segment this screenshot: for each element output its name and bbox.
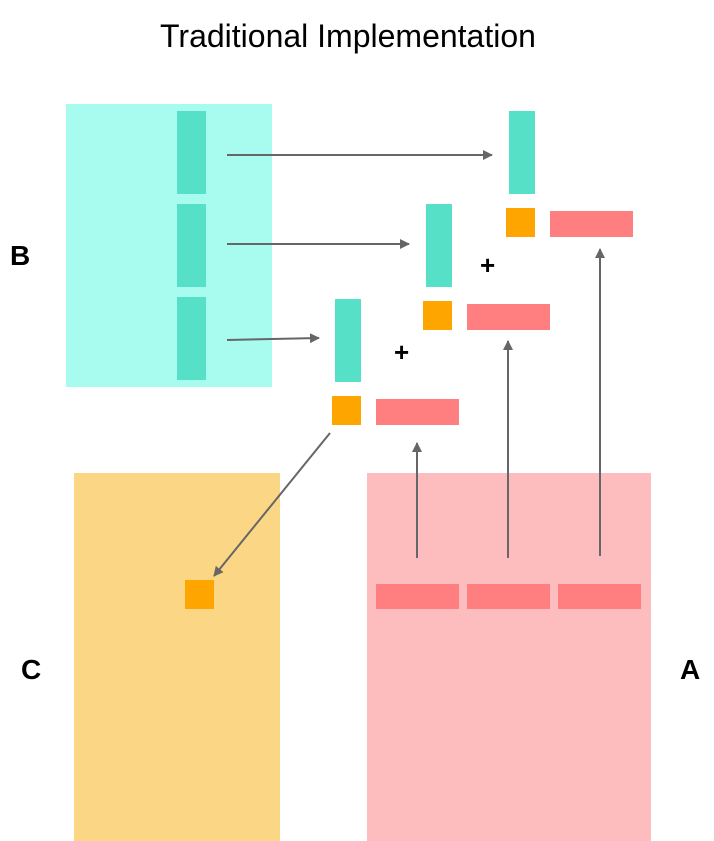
matrix-a-row-3 xyxy=(558,584,641,609)
step-1-b-column xyxy=(335,299,361,382)
arrow-b-column-3-to-step-1 xyxy=(226,333,320,344)
matrix-a-row-2 xyxy=(467,584,550,609)
step-2-b-column xyxy=(426,204,452,287)
step-2-c-element xyxy=(423,301,452,330)
matrix-b xyxy=(66,104,272,387)
matrix-c-label: C xyxy=(21,654,41,685)
plus-sign-1: + xyxy=(394,337,409,367)
matrix-c-element xyxy=(185,580,214,609)
matrix-a-row-1 xyxy=(376,584,459,609)
matrix-b-label: B xyxy=(10,240,30,271)
step-1-a-row xyxy=(376,399,459,425)
matrix-b-column-3 xyxy=(177,297,206,380)
arrow-result-to-matrix-c xyxy=(213,432,331,577)
matrix-b-column-2 xyxy=(177,204,206,287)
diagram-title: Traditional Implementation xyxy=(160,18,536,54)
matrix-a-label: A xyxy=(680,654,700,685)
step-2-a-row xyxy=(467,304,550,330)
plus-sign-2: + xyxy=(480,250,495,280)
step-3-c-element xyxy=(506,208,535,237)
step-1-c-element xyxy=(332,396,361,425)
matrix-b-column-1 xyxy=(177,111,206,194)
step-3-b-column xyxy=(509,111,535,194)
step-3-a-row xyxy=(550,211,633,237)
matrix-c xyxy=(74,473,280,841)
